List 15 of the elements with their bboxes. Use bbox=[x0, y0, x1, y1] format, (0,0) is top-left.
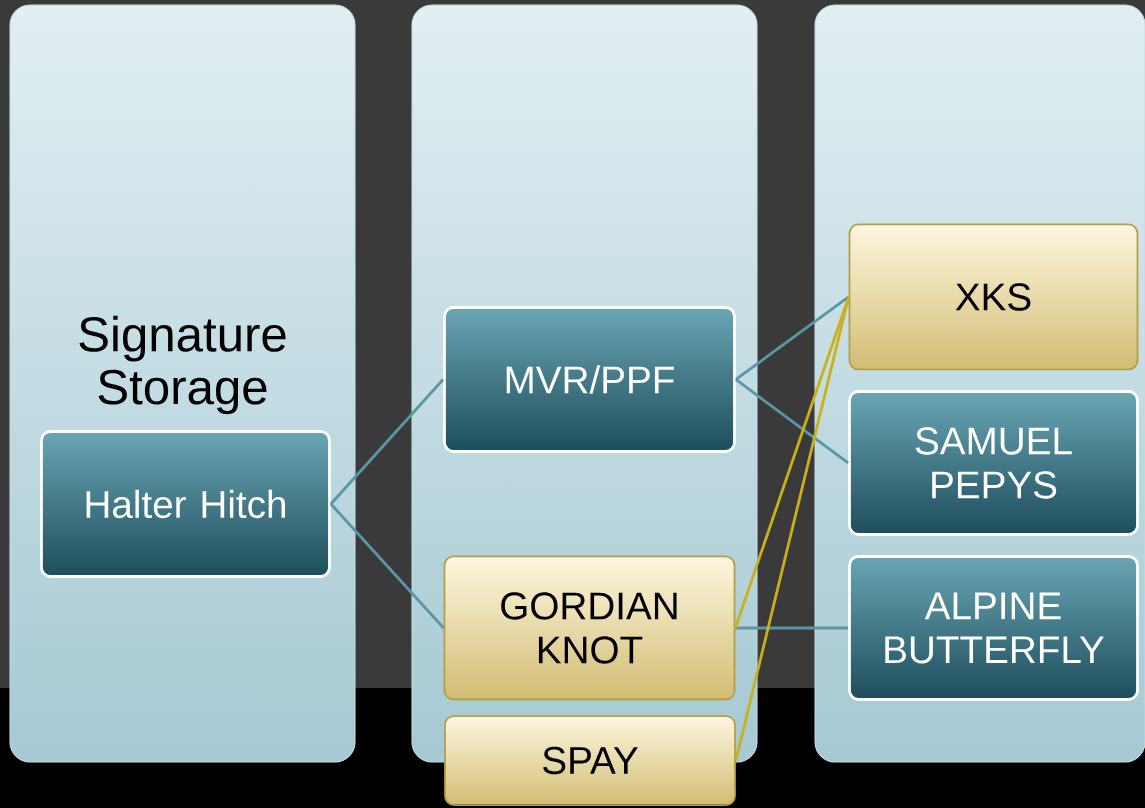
process-box: XKS bbox=[848, 223, 1139, 371]
connector-line bbox=[734, 296, 850, 761]
connector-line bbox=[734, 296, 850, 629]
process-box: Halter Hitch bbox=[40, 430, 331, 578]
process-box: ALPINE BUTTERFLY bbox=[848, 555, 1139, 701]
connector-line bbox=[329, 378, 445, 505]
connector-line bbox=[735, 295, 850, 381]
connector-line bbox=[735, 378, 849, 465]
column-heading: Signature Storage bbox=[79, 315, 286, 415]
process-box: GORDIAN KNOT bbox=[443, 555, 736, 701]
connector-line bbox=[735, 626, 849, 630]
process-box: MVR/PPF bbox=[443, 306, 736, 453]
process-box: SPAY bbox=[444, 715, 736, 806]
process-box: SAMUEL PEPYS bbox=[848, 390, 1139, 536]
connector-line bbox=[329, 503, 445, 629]
